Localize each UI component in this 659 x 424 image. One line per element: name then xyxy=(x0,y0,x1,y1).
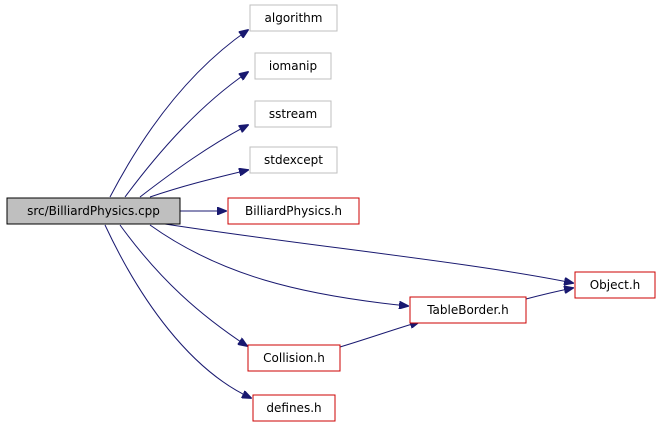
node-root[interactable]: src/BilliardPhysics.cpp xyxy=(6,197,181,225)
edge-root-to-defines-h xyxy=(104,224,251,398)
edge-root-to-stdexcept xyxy=(149,170,248,198)
node-object-h-box xyxy=(574,271,656,299)
edge-root-to-sstream xyxy=(139,125,248,198)
node-stdexcept[interactable]: stdexcept xyxy=(249,146,338,174)
edge-collision-to-tableborder-h xyxy=(339,322,419,348)
node-collision-h[interactable]: Collision.h xyxy=(247,344,341,372)
node-billiardphysics-h-box xyxy=(227,197,360,225)
edge-root-to-tableborder-h xyxy=(149,224,408,306)
node-stdexcept-label: stdexcept xyxy=(264,153,323,167)
node-algorithm-box xyxy=(249,4,338,32)
edge-root-to-iomanip xyxy=(124,72,248,198)
node-sstream[interactable]: sstream xyxy=(254,100,332,128)
edge-root-to-algorithm xyxy=(109,30,248,198)
node-defines-h[interactable]: defines.h xyxy=(252,394,336,422)
node-billiardphysics-h[interactable]: BilliardPhysics.h xyxy=(227,197,360,225)
node-collision-h-box xyxy=(247,344,341,372)
edge-root-to-collision-h xyxy=(119,224,247,346)
node-sstream-label: sstream xyxy=(269,107,317,121)
node-billiardphysics-h-label: BilliardPhysics.h xyxy=(245,204,342,218)
edge-root-to-object-h xyxy=(164,223,573,283)
node-tableborder-h-box xyxy=(409,296,527,324)
node-iomanip[interactable]: iomanip xyxy=(254,52,332,80)
node-defines-h-box xyxy=(252,394,336,422)
node-collision-h-label: Collision.h xyxy=(263,351,325,365)
node-root-box xyxy=(6,197,181,225)
node-stdexcept-box xyxy=(249,146,338,174)
node-algorithm[interactable]: algorithm xyxy=(249,4,338,32)
node-iomanip-box xyxy=(254,52,332,80)
node-object-h[interactable]: Object.h xyxy=(574,271,656,299)
node-tableborder-h-label: TableBorder.h xyxy=(426,303,509,317)
node-algorithm-label: algorithm xyxy=(265,11,323,25)
node-root-label: src/BilliardPhysics.cpp xyxy=(27,204,160,218)
node-defines-h-label: defines.h xyxy=(266,401,321,415)
edge-tableborder-to-object-h xyxy=(525,288,573,300)
node-tableborder-h[interactable]: TableBorder.h xyxy=(409,296,527,324)
node-object-h-label: Object.h xyxy=(590,278,641,292)
node-sstream-box xyxy=(254,100,332,128)
node-iomanip-label: iomanip xyxy=(269,59,317,73)
edges xyxy=(104,30,573,398)
